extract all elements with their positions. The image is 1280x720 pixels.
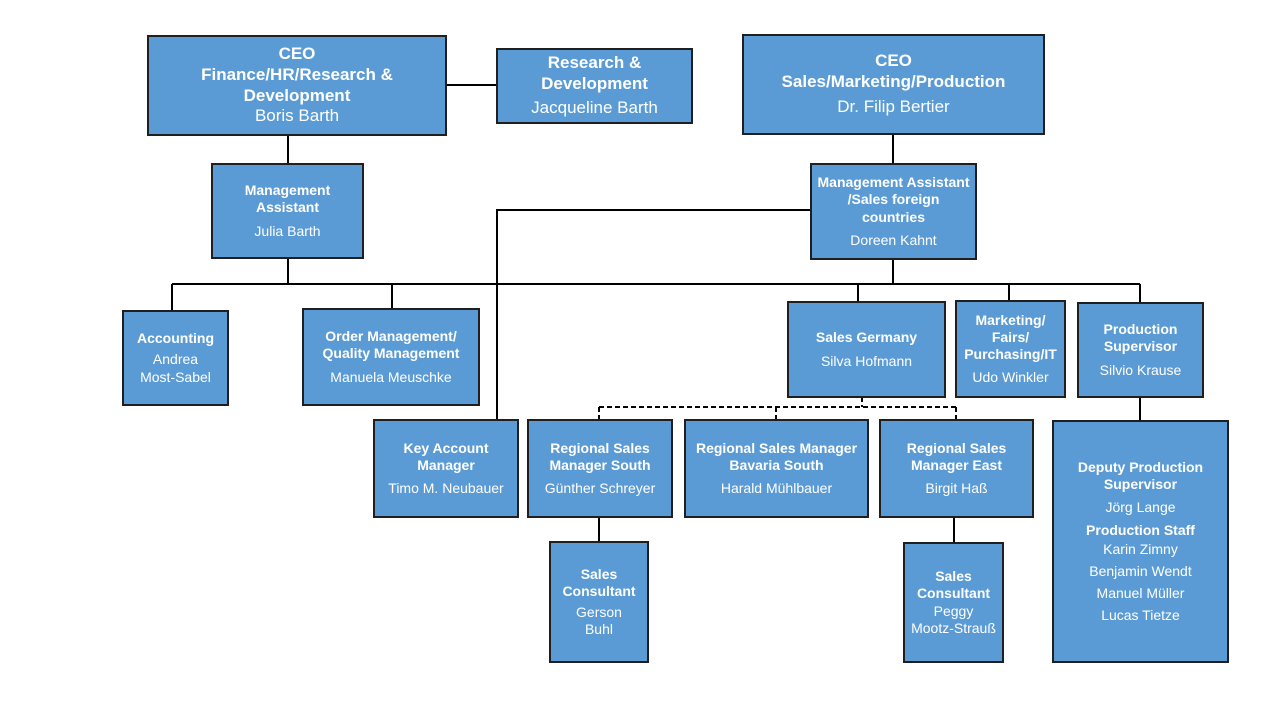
management-assistant-left-name: Julia Barth	[254, 222, 321, 239]
management-assistant-right-title: Management Assistant /Sales foreign coun…	[817, 174, 970, 225]
research-development-name: Jacqueline Barth	[531, 98, 658, 118]
ceo-finance-box: CEO Finance/HR/Research & Development Bo…	[147, 35, 447, 136]
production-staff-member: Benjamin Wendt	[1089, 562, 1192, 579]
ceo-sales-title: CEO Sales/Marketing/Production	[781, 51, 1006, 92]
regional-east-box: Regional Sales Manager East Birgit Haß	[879, 419, 1034, 518]
order-management-title: Order Management/ Quality Management	[322, 328, 460, 362]
ceo-finance-name: Boris Barth	[254, 106, 340, 126]
production-supervisor-box: Production Supervisor Silvio Krause	[1077, 302, 1204, 398]
management-assistant-left-box: Management Assistant Julia Barth	[211, 163, 364, 259]
management-assistant-right-box: Management Assistant /Sales foreign coun…	[810, 163, 977, 260]
sales-germany-title: Sales Germany	[815, 329, 918, 346]
key-account-manager-title: Key Account Manager	[403, 439, 489, 473]
regional-bavaria-title: Regional Sales Manager Bavaria South	[695, 439, 858, 473]
marketing-title: Marketing/ Fairs/ Purchasing/IT	[964, 311, 1057, 362]
sales-consultant-right-name: Peggy Mootz-Strauß	[911, 602, 996, 636]
regional-south-title: Regional Sales Manager South	[549, 439, 651, 473]
order-management-box: Order Management/ Quality Management Man…	[302, 308, 480, 406]
sales-consultant-right-title: Sales Consultant	[916, 568, 991, 602]
sales-consultant-right-box: Sales Consultant Peggy Mootz-Strauß	[903, 542, 1004, 663]
research-development-box: Research & Development Jacqueline Barth	[496, 48, 693, 124]
key-account-manager-box: Key Account Manager Timo M. Neubauer	[373, 419, 519, 518]
marketing-box: Marketing/ Fairs/ Purchasing/IT Udo Wink…	[955, 300, 1066, 398]
research-development-title: Research & Development	[541, 52, 648, 93]
production-staff-title: Production Staff	[1086, 522, 1195, 539]
order-management-name: Manuela Meuschke	[330, 368, 452, 385]
production-supervisor-title: Production Supervisor	[1103, 321, 1178, 355]
marketing-name: Udo Winkler	[972, 369, 1049, 386]
ceo-finance-title: CEO Finance/HR/Research & Development	[201, 44, 393, 105]
management-assistant-left-title: Management Assistant	[244, 182, 331, 216]
key-account-manager-name: Timo M. Neubauer	[388, 480, 504, 497]
production-supervisor-name: Silvio Krause	[1099, 361, 1182, 378]
ceo-sales-name: Dr. Filip Bertier	[837, 96, 950, 116]
production-staff-member: Lucas Tietze	[1101, 606, 1180, 623]
deputy-production-box: Deputy Production Supervisor Jörg Lange …	[1052, 420, 1229, 663]
deputy-production-name: Jörg Lange	[1105, 499, 1176, 516]
accounting-name: Andrea Most-Sabel	[140, 351, 211, 385]
regional-bavaria-name: Harald Mühlbauer	[720, 480, 833, 497]
management-assistant-right-name: Doreen Kahnt	[850, 231, 937, 248]
accounting-box: Accounting Andrea Most-Sabel	[122, 310, 229, 406]
ceo-sales-box: CEO Sales/Marketing/Production Dr. Filip…	[742, 34, 1045, 135]
regional-south-box: Regional Sales Manager South Günther Sch…	[527, 419, 673, 518]
production-staff-member: Manuel Müller	[1096, 584, 1185, 601]
sales-consultant-left-name: Gerson Buhl	[576, 604, 622, 638]
sales-consultant-left-box: Sales Consultant Gerson Buhl	[549, 541, 649, 663]
regional-east-name: Birgit Haß	[925, 480, 988, 497]
production-staff-member: Karin Zimny	[1103, 540, 1178, 557]
sales-germany-box: Sales Germany Silva Hofmann	[787, 301, 946, 398]
regional-east-title: Regional Sales Manager East	[906, 439, 1007, 473]
sales-consultant-left-title: Sales Consultant	[562, 565, 636, 599]
accounting-title: Accounting	[137, 330, 214, 347]
deputy-production-title: Deputy Production Supervisor	[1077, 459, 1204, 493]
regional-south-name: Günther Schreyer	[544, 480, 656, 497]
regional-bavaria-box: Regional Sales Manager Bavaria South Har…	[684, 419, 869, 518]
sales-germany-name: Silva Hofmann	[820, 352, 913, 369]
